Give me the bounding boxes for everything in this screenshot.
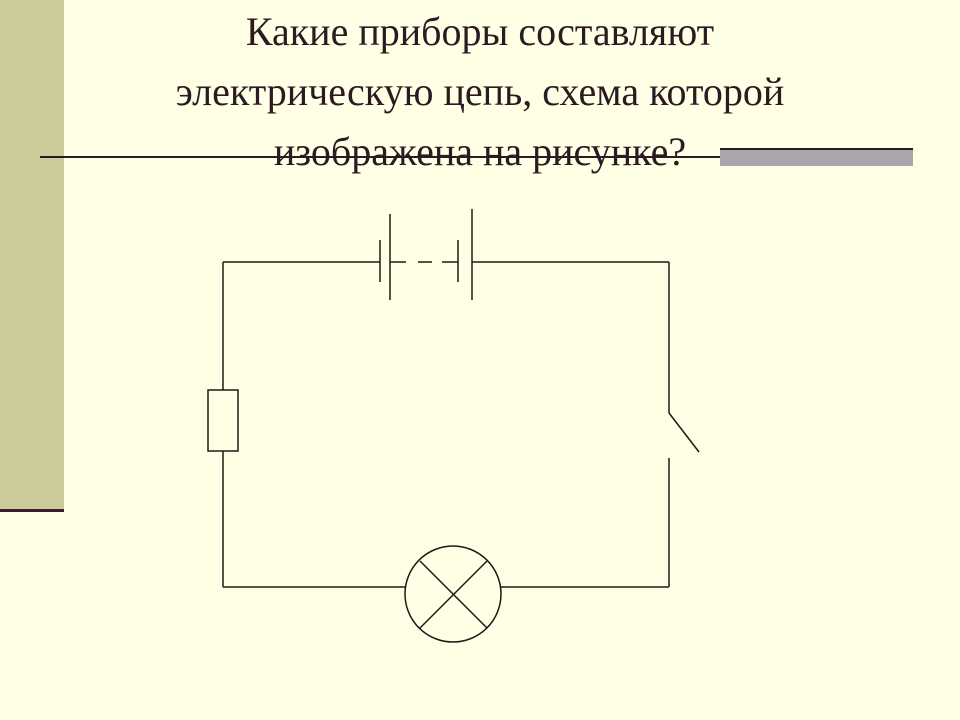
lamp-cross-2 (419, 560, 488, 629)
lamp-symbol (404, 545, 502, 643)
side-accent-bar (0, 0, 64, 512)
side-accent-underline (0, 509, 64, 512)
slide-title: Какие приборы составляют электрическую ц… (80, 2, 880, 182)
title-line-3: изображена на рисунке? (273, 129, 687, 174)
battery-symbol (379, 209, 473, 300)
title-line-2: электрическую цепь, схема которой (175, 69, 785, 114)
title-rule-accent (720, 148, 913, 166)
title-rule (40, 156, 912, 158)
resistor-symbol (207, 389, 239, 452)
lamp-circle (404, 545, 502, 643)
title-line-1: Какие приборы составляют (245, 9, 715, 54)
switch-lever (668, 412, 700, 453)
